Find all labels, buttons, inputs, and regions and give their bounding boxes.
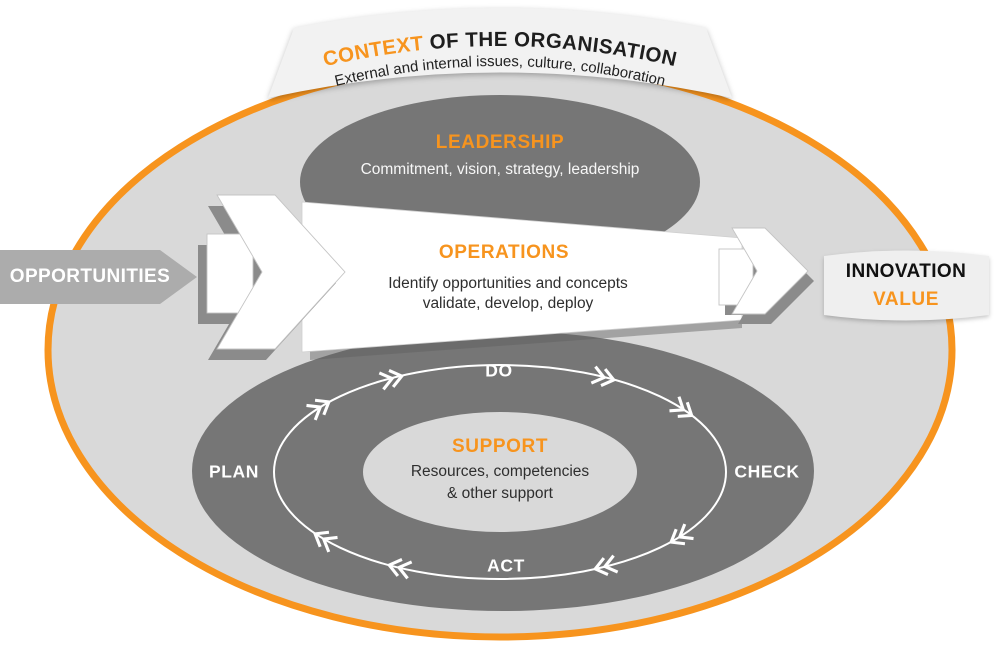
leadership-title: LEADERSHIP [435, 132, 565, 153]
support-line1: Resources, competencies [410, 463, 590, 480]
innovation-label: INNOVATION [845, 261, 967, 282]
operations-line2: validate, develop, deploy [422, 295, 594, 312]
act-label: ACT [487, 555, 525, 576]
opportunities-label: OPPORTUNITIES [9, 266, 171, 287]
operations-title: OPERATIONS [438, 242, 570, 263]
do-label: DO [485, 360, 513, 381]
pdca-cycle-ring [273, 364, 727, 580]
support-title: SUPPORT [451, 436, 549, 457]
operations-line1: Identify opportunities and concepts [388, 275, 628, 292]
check-label: CHECK [734, 461, 800, 482]
support-line2: & other support [447, 485, 553, 502]
innovation-badge [824, 250, 989, 321]
support-ellipse [363, 412, 637, 532]
value-label: VALUE [873, 289, 939, 310]
right-block-arrow [718, 227, 814, 324]
left-block-arrow [198, 194, 346, 360]
plan-label: PLAN [208, 461, 260, 482]
opportunities-arrow [0, 250, 197, 304]
leadership-subtitle: Commitment, vision, strategy, leadership [360, 161, 640, 178]
context-ribbon [268, 8, 732, 98]
right-arrow-head [731, 227, 809, 315]
left-arrow-head [216, 194, 346, 350]
